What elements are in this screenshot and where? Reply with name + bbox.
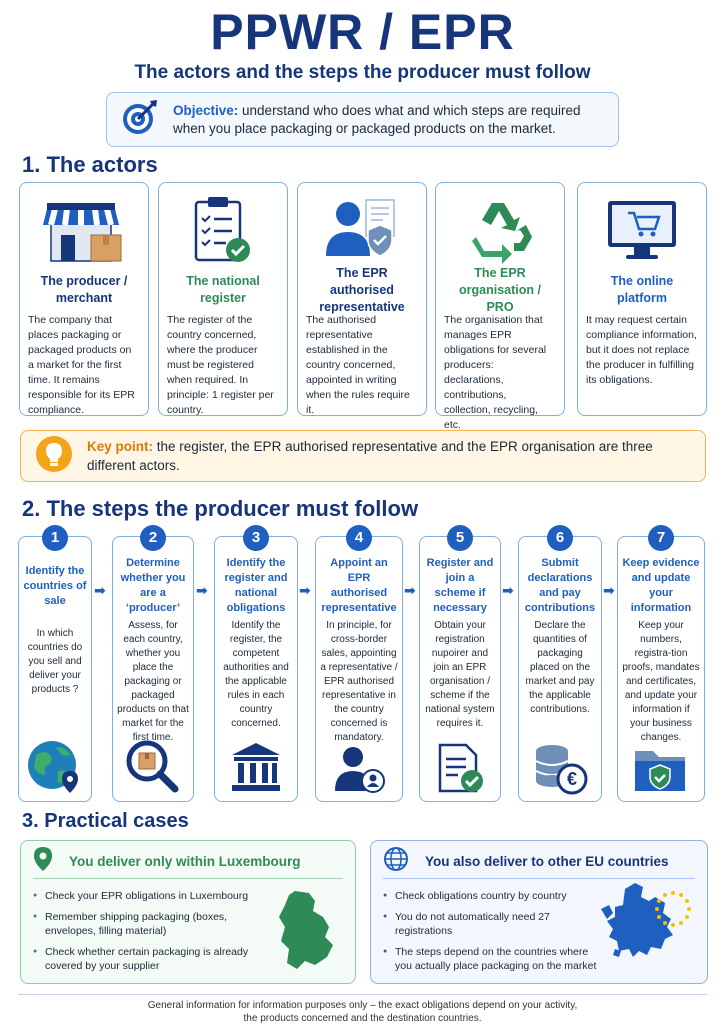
list-item: Check your EPR obligations in Luxembourg	[33, 889, 251, 903]
step-card-6: 6 Submit declarations and pay contributi…	[518, 525, 602, 802]
coins-euro-icon: €	[519, 741, 601, 795]
actor-desc: The company that places packaging or pac…	[28, 314, 135, 416]
step-card-4: 4 Appoint an EPR authorised representati…	[315, 525, 403, 802]
case-card-luxembourg: You deliver only within Luxembourg Check…	[20, 840, 356, 984]
step-number: 7	[648, 525, 674, 551]
step-arrow-icon: ➡	[404, 582, 416, 598]
actor-desc: The register of the country concerned, w…	[167, 314, 274, 416]
step-desc: Identify the register, the competent aut…	[223, 620, 289, 729]
page-subtitle: The actors and the steps the producer mu…	[134, 62, 591, 83]
list-item: You do not automatically need 27 registr…	[383, 910, 601, 938]
document-check-icon	[420, 741, 500, 795]
person-badge-icon	[316, 743, 402, 795]
actor-title: The EPR authorised representative	[319, 265, 405, 314]
location-pin-icon	[33, 846, 53, 877]
step-desc: Obtain your registration nupoirer and jo…	[425, 620, 495, 729]
keypoint-box: Key point: the register, the EPR authori…	[20, 430, 706, 482]
step-card-3: 3 Identify the register and national obl…	[214, 525, 298, 802]
step-desc: Keep your numbers, registra-tion proofs,…	[622, 620, 700, 743]
step-number: 2	[140, 525, 166, 551]
globe-pin-icon	[19, 735, 91, 795]
actor-title: The national register	[186, 274, 260, 305]
step-title: Submit declarations and pay contribution…	[524, 557, 596, 614]
keypoint-text: the register, the EPR authorised represe…	[87, 439, 653, 473]
step-arrow-icon: ➡	[196, 582, 208, 598]
actor-card-register: The national register The register of th…	[158, 182, 288, 416]
footer-line: General information for information purp…	[147, 1000, 578, 1011]
step-desc: In principle, for cross-border sales, ap…	[320, 620, 398, 743]
step-number: 5	[447, 525, 473, 551]
list-item: Remember shipping packaging (boxes, enve…	[33, 910, 251, 938]
actor-card-pro: The EPR organisation / PRO The organisat…	[435, 182, 565, 431]
actor-title: The online platform	[610, 274, 674, 305]
actor-card-platform: The online platform It may request certa…	[577, 182, 707, 416]
section-title-actors: 1. The actors	[22, 152, 158, 177]
globe-icon	[383, 846, 409, 877]
step-card-2: 2 Determine whether you are a ‘producer’…	[112, 525, 194, 802]
actor-desc: It may request certain compliance inform…	[586, 314, 697, 386]
actor-title: The producer / merchant	[40, 274, 128, 305]
objective-box: Objective: understand who does what and …	[106, 92, 619, 147]
section-title-cases: 3. Practical cases	[22, 810, 189, 832]
step-title: Identify the countries of sale	[23, 564, 87, 607]
case-card-eu: You also deliver to other EU countries C…	[370, 840, 708, 984]
step-number: 4	[346, 525, 372, 551]
person-shield-icon	[306, 189, 418, 271]
step-desc: Assess, for each country, whether you pl…	[117, 620, 189, 743]
list-item: Check obligations country by country	[383, 889, 601, 903]
luxembourg-map-icon	[273, 887, 343, 982]
actor-title: The EPR organisation / PRO	[459, 265, 541, 314]
eu-map-icon	[595, 879, 699, 980]
case-list: Check obligations country by country You…	[383, 889, 601, 973]
objective-label: Objective:	[173, 102, 239, 118]
lightbulb-icon	[35, 435, 73, 478]
actor-desc: The organisation that manages EPR obliga…	[444, 314, 547, 431]
objective-text: understand who does what and which steps…	[173, 102, 581, 136]
footer-line: the products concerned and the destinati…	[243, 1013, 482, 1024]
step-desc: Declare the quantities of packaging plac…	[525, 620, 595, 715]
target-icon	[121, 98, 159, 141]
step-number: 1	[42, 525, 68, 551]
step-title: Determine whether you are a ‘producer’	[120, 557, 186, 614]
actor-card-representative: The EPR authorised representative The au…	[297, 182, 427, 416]
keypoint-label: Key point:	[87, 439, 153, 454]
step-desc: In which countries do you sell and deliv…	[27, 628, 83, 695]
step-title: Appoint an EPR authorised representative	[321, 557, 397, 614]
clipboard-check-icon	[167, 189, 279, 271]
footer-disclaimer: General information for information purp…	[18, 994, 707, 1024]
shop-icon	[28, 189, 140, 271]
step-title: Identify the register and national oblig…	[224, 557, 288, 614]
header: PPWR / EPR The actors and the steps the …	[0, 0, 725, 84]
recycle-icon	[444, 189, 556, 271]
step-number: 6	[547, 525, 573, 551]
monitor-cart-icon	[586, 189, 698, 271]
step-number: 3	[243, 525, 269, 551]
case-title: You also deliver to other EU countries	[425, 854, 669, 869]
step-title: Register and join a scheme if necessary	[426, 557, 494, 614]
magnifier-box-icon	[113, 737, 193, 795]
step-arrow-icon: ➡	[299, 582, 311, 598]
list-item: The steps depend on the countries where …	[383, 945, 601, 973]
step-arrow-icon: ➡	[502, 582, 514, 598]
step-arrow-icon: ➡	[94, 582, 106, 598]
case-title: You deliver only within Luxembourg	[69, 854, 301, 869]
step-title: Keep evidence and update your informatio…	[622, 557, 700, 614]
institution-icon	[215, 739, 297, 795]
list-item: Check whether certain packaging is alrea…	[33, 945, 251, 973]
step-card-5: 5 Register and join a scheme if necessar…	[419, 525, 501, 802]
actor-card-producer: The producer / merchant The company that…	[19, 182, 149, 416]
case-list: Check your EPR obligations in Luxembourg…	[33, 889, 251, 973]
step-arrow-icon: ➡	[603, 582, 615, 598]
actor-desc: The authorised representative establishe…	[306, 314, 410, 416]
step-card-7: 7 Keep evidence and update your informat…	[617, 525, 705, 802]
folder-shield-icon	[618, 743, 704, 795]
svg-text:€: €	[567, 769, 577, 789]
page-title: PPWR / EPR	[210, 4, 515, 60]
section-title-steps: 2. The steps the producer must follow	[22, 496, 419, 521]
step-card-1: 1 Identify the countries of sale In whic…	[18, 525, 92, 802]
